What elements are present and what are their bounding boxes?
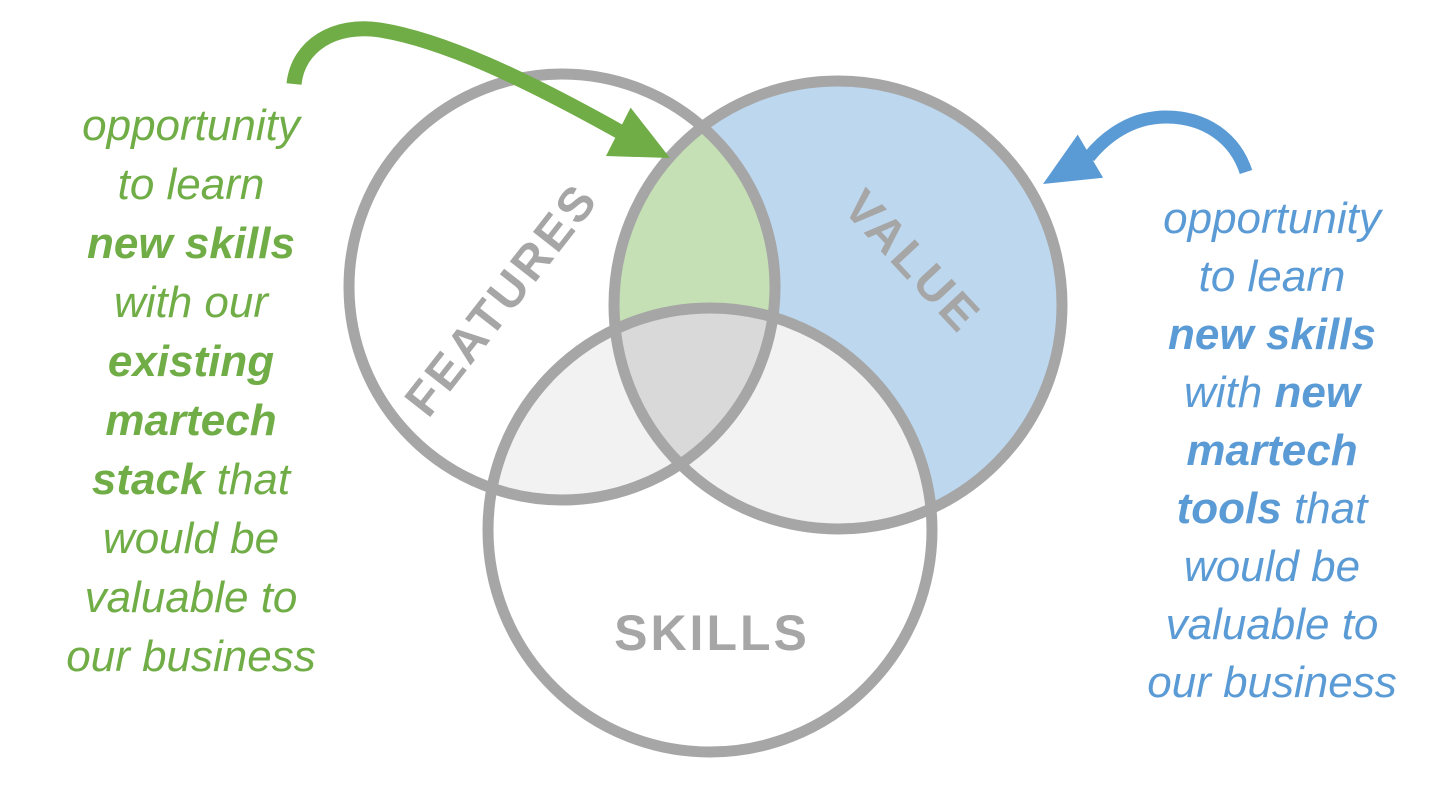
annotation-line: our business	[1147, 658, 1397, 707]
annotation-line: opportunity	[1163, 194, 1381, 243]
annotation-line: to learn	[117, 160, 265, 209]
annotation-line: with our	[113, 278, 269, 327]
features-circle	[343, 68, 781, 506]
skills-features-overlap	[488, 308, 775, 500]
skills-label: SKILLS	[614, 605, 810, 661]
annotation-line: our business	[66, 632, 316, 681]
annotation-line: martech	[1186, 426, 1358, 475]
annotation-line: valuable to	[1165, 600, 1379, 649]
skills-value-overlap	[614, 308, 932, 529]
annotation-line: martech	[105, 396, 277, 445]
left-annotation-text: opportunity to learn new skills with our exi…	[28, 96, 354, 686]
skills-circle	[482, 302, 938, 758]
annotation-line: opportunity	[82, 101, 300, 150]
annotation-line: valuable to	[84, 573, 298, 622]
annotation-line: stack that	[91, 455, 291, 504]
annotation-line: with new	[1183, 368, 1361, 417]
annotation-line: new skills	[87, 219, 295, 268]
right-annotation-text: opportunity to learn new skills with new mar…	[1098, 190, 1446, 712]
value-circle	[608, 75, 1068, 535]
annotation-line: existing	[107, 337, 275, 386]
annotation-line: new skills	[1168, 310, 1376, 359]
annotation-line: would be	[102, 514, 280, 563]
green-curved-arrow-icon	[286, 21, 670, 158]
annotation-line: tools that	[1176, 484, 1368, 533]
blue-curved-arrow-icon	[1043, 110, 1253, 184]
annotation-line: would be	[1183, 542, 1361, 591]
annotation-line: to learn	[1198, 252, 1346, 301]
